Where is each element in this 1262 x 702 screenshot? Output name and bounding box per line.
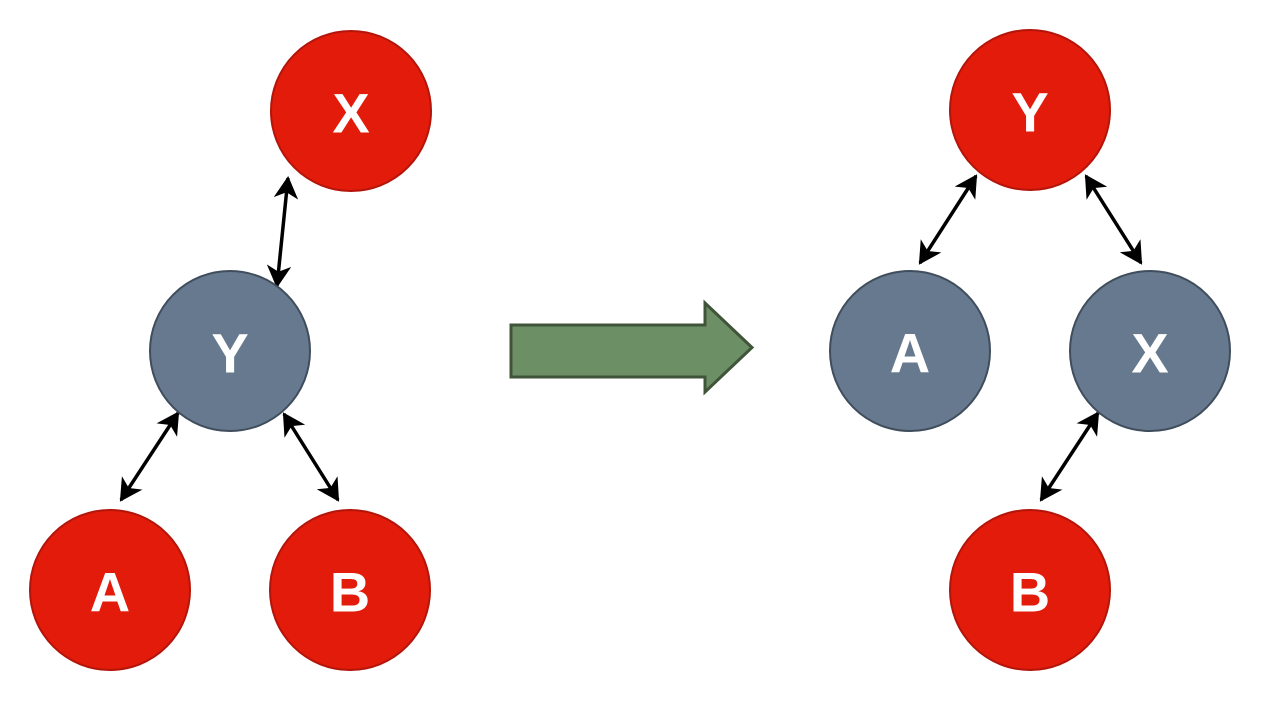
node-circle[interactable] [949,29,1111,191]
node-right-b[interactable]: B [949,509,1111,671]
edge-y-to-x [1084,174,1143,265]
edge-y-to-a [119,411,180,502]
left-tree-edges [119,175,340,502]
node-circle[interactable] [269,509,431,671]
right-tree-edges [918,174,1143,502]
node-circle[interactable] [949,509,1111,671]
transformation-arrow [509,299,755,396]
node-left-x[interactable]: X [270,30,432,192]
node-circle[interactable] [29,509,191,671]
node-circle[interactable] [149,270,311,432]
right-arrow-icon [509,299,755,396]
edge-y-to-b [282,412,340,502]
node-circle[interactable] [1069,270,1231,432]
node-left-a[interactable]: A [29,509,191,671]
node-left-y[interactable]: Y [149,270,311,432]
left-tree: X Y A B [29,30,432,671]
edge-x-to-b [1039,411,1100,502]
node-right-y[interactable]: Y [949,29,1111,191]
node-circle[interactable] [829,270,991,432]
node-left-b[interactable]: B [269,509,431,671]
edge-y-to-a [918,174,978,265]
edge-x-to-y [266,175,299,289]
node-circle[interactable] [270,30,432,192]
node-right-x[interactable]: X [1069,270,1231,432]
right-tree: Y A X B [829,29,1231,671]
node-right-a[interactable]: A [829,270,991,432]
